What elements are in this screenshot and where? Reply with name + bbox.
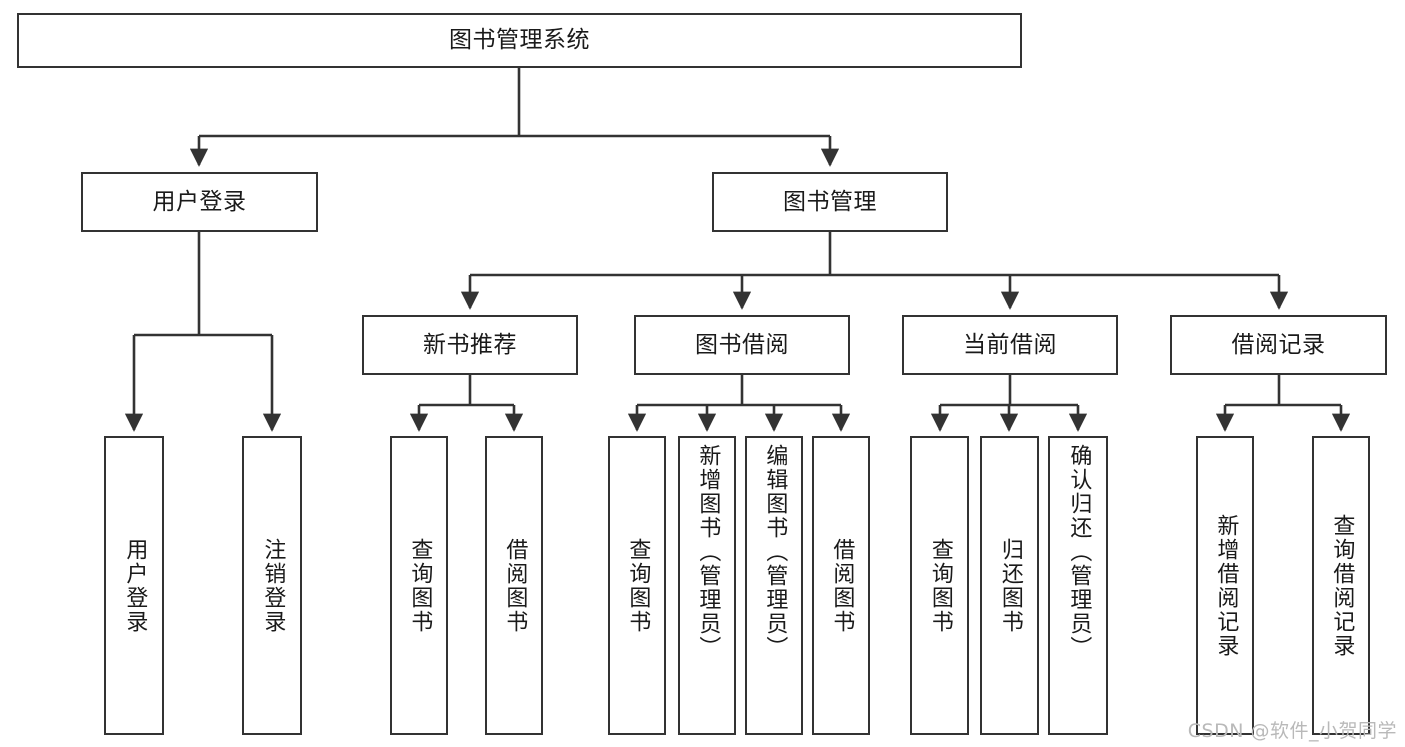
node-current-borrow-label: 当前借阅 bbox=[963, 331, 1057, 358]
node-leaf-query-book-2[interactable]: 查询图书 bbox=[608, 436, 666, 735]
node-root-label: 图书管理系统 bbox=[449, 27, 590, 54]
node-leaf-logout-login-label: 注销登录 bbox=[260, 537, 286, 634]
node-leaf-edit-book[interactable]: 编辑图书（管理员） bbox=[745, 436, 803, 735]
node-leaf-add-record-label: 新增借阅记录 bbox=[1213, 513, 1239, 658]
node-leaf-add-record[interactable]: 新增借阅记录 bbox=[1196, 436, 1254, 735]
node-leaf-return-book[interactable]: 归还图书 bbox=[980, 436, 1039, 735]
node-leaf-query-book-1-label: 查询图书 bbox=[407, 537, 433, 634]
node-book-management[interactable]: 图书管理 bbox=[712, 172, 948, 232]
node-leaf-user-login-label: 用户登录 bbox=[122, 537, 148, 634]
node-user-login-label: 用户登录 bbox=[152, 188, 247, 215]
node-book-management-label: 图书管理 bbox=[783, 188, 877, 215]
node-leaf-logout-login[interactable]: 注销登录 bbox=[242, 436, 302, 735]
node-book-borrow[interactable]: 图书借阅 bbox=[634, 315, 850, 375]
node-leaf-borrow-book-1[interactable]: 借阅图书 bbox=[485, 436, 543, 735]
csdn-watermark: CSDN @软件_小贺同学 bbox=[1187, 720, 1397, 742]
node-leaf-user-login[interactable]: 用户登录 bbox=[104, 436, 164, 735]
node-leaf-query-record[interactable]: 查询借阅记录 bbox=[1312, 436, 1370, 735]
node-leaf-add-book[interactable]: 新增图书（管理员） bbox=[678, 436, 736, 735]
node-leaf-add-book-label: 新增图书（管理员） bbox=[695, 444, 721, 660]
node-root[interactable]: 图书管理系统 bbox=[17, 13, 1022, 68]
node-leaf-query-book-1[interactable]: 查询图书 bbox=[390, 436, 448, 735]
node-current-borrow[interactable]: 当前借阅 bbox=[902, 315, 1118, 375]
node-borrow-record-label: 借阅记录 bbox=[1231, 331, 1326, 358]
node-user-login[interactable]: 用户登录 bbox=[81, 172, 318, 232]
node-leaf-query-book-3[interactable]: 查询图书 bbox=[910, 436, 969, 735]
node-leaf-edit-book-label: 编辑图书（管理员） bbox=[762, 444, 788, 660]
node-leaf-return-book-label: 归还图书 bbox=[997, 537, 1023, 634]
node-leaf-borrow-book-1-label: 借阅图书 bbox=[502, 537, 528, 634]
node-leaf-confirm-return-label: 确认归还（管理员） bbox=[1066, 444, 1092, 660]
node-leaf-query-record-label: 查询借阅记录 bbox=[1329, 513, 1355, 658]
node-leaf-query-book-3-label: 查询图书 bbox=[927, 537, 953, 634]
node-new-book-recommend-label: 新书推荐 bbox=[423, 331, 517, 358]
node-new-book-recommend[interactable]: 新书推荐 bbox=[362, 315, 578, 375]
node-borrow-record[interactable]: 借阅记录 bbox=[1170, 315, 1387, 375]
node-book-borrow-label: 图书借阅 bbox=[695, 331, 789, 358]
node-leaf-borrow-book-2-label: 借阅图书 bbox=[829, 537, 855, 634]
node-leaf-query-book-2-label: 查询图书 bbox=[625, 537, 651, 634]
node-leaf-borrow-book-2[interactable]: 借阅图书 bbox=[812, 436, 870, 735]
node-leaf-confirm-return[interactable]: 确认归还（管理员） bbox=[1048, 436, 1108, 735]
